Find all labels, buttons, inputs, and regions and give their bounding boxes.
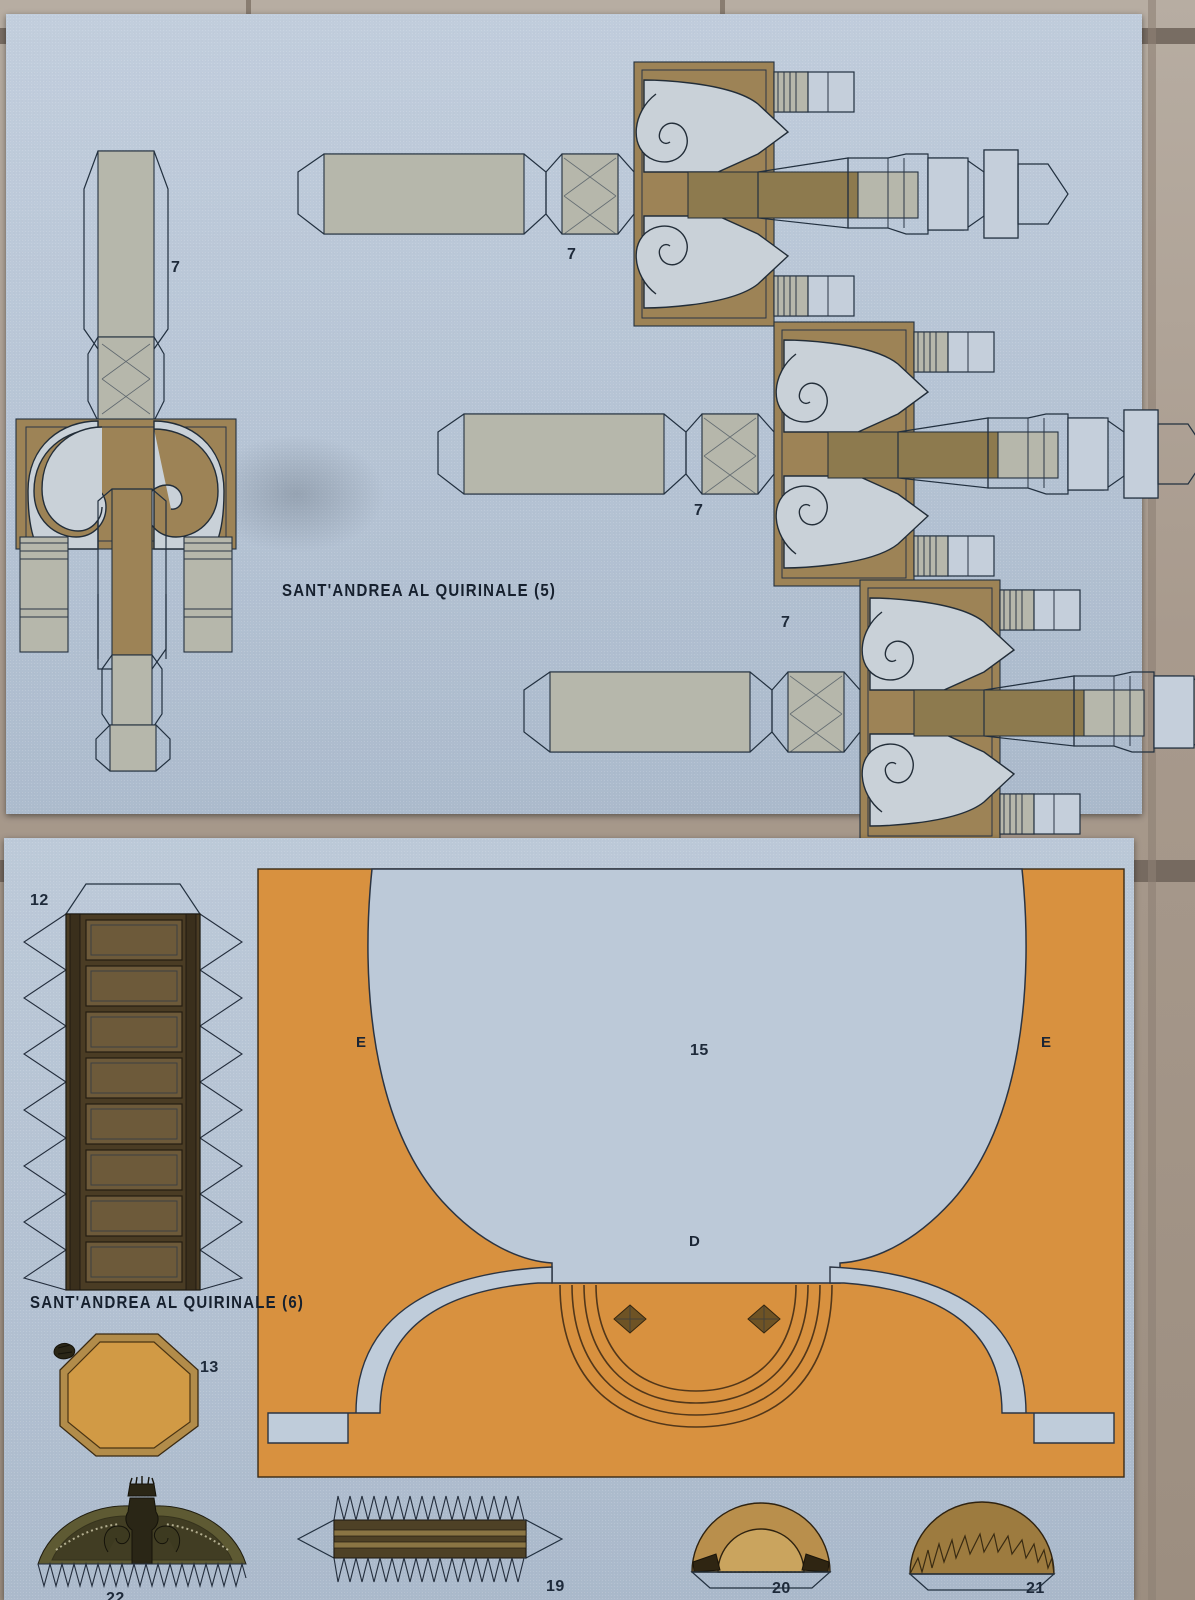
part-number-7-horizontal-bottom: 7 [781,614,791,631]
part-13-small-fitting [53,1343,76,1360]
part-15-interior-wall-panel [257,868,1125,1478]
card-sheet-6: 12 [4,838,1134,1600]
part-number-22: 22 [106,1590,125,1600]
part-7-horizontal-top [297,61,1069,327]
part-13-octagon [59,1333,199,1457]
part-number-12: 12 [30,892,49,909]
part-12-coffered-strip [22,883,244,1291]
panel-letter-E-right: E [1041,1034,1052,1051]
part-number-7-horizontal-middle: 7 [694,502,704,519]
card-sheet-5: 7 [6,14,1195,845]
part-number-15: 15 [690,1042,709,1059]
part-20-arch-half-disc [690,1502,832,1589]
part-21-semicircular-lunette [908,1501,1056,1591]
panel-letter-E-left: E [356,1034,367,1051]
part-7-horizontal-bottom [523,579,1195,845]
part-number-7-horizontal-top: 7 [567,246,577,263]
part-19-entablature-band [296,1495,564,1583]
part-22-ornamental-crest [37,1476,247,1589]
part-number-20: 20 [772,1580,791,1597]
tile-seam-d [1148,0,1156,1600]
part-7-horizontal-middle [437,321,1195,587]
sheet-6-caption: SANT'ANDREA AL QUIRINALE (6) [30,1292,305,1313]
part-7-vertical-console [15,150,237,772]
part-number-21: 21 [1026,1580,1045,1597]
part-number-7-vertical: 7 [171,259,181,276]
panel-letter-D: D [689,1233,700,1250]
part-number-13: 13 [200,1359,219,1376]
sheet-5-caption: SANT'ANDREA AL QUIRINALE (5) [282,580,557,601]
part-number-19: 19 [546,1578,565,1595]
